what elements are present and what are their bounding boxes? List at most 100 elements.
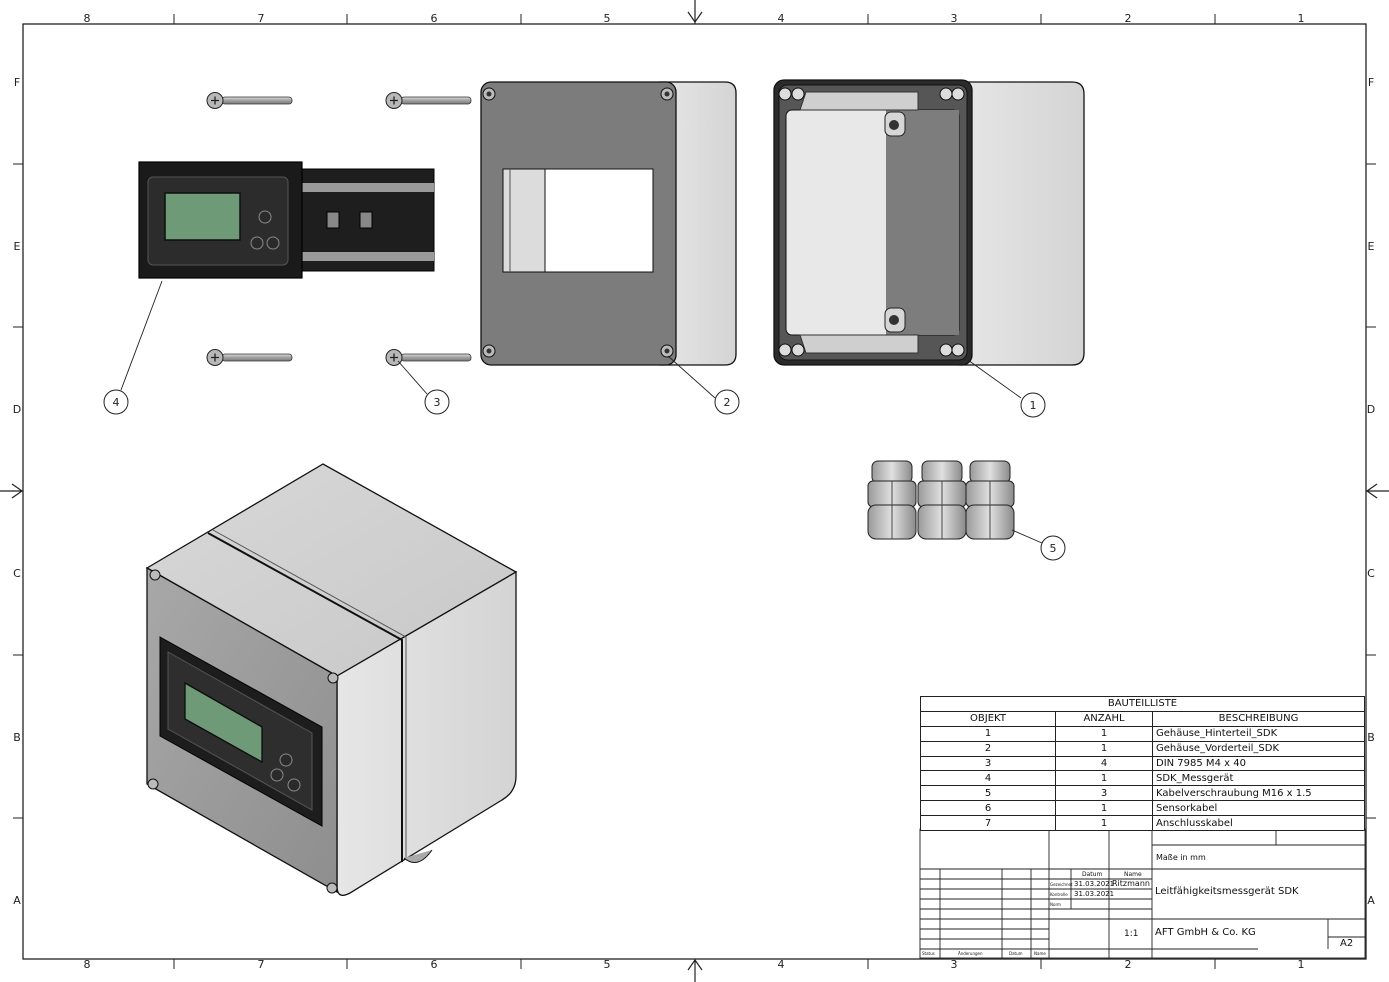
screw-part: [385, 349, 472, 366]
datum-header: Datum: [1082, 871, 1103, 878]
rev-changes-label: Änderungen: [958, 951, 983, 956]
bom-beschreibung: DIN 7985 M4 x 40: [1152, 755, 1365, 772]
balloon-label: 3: [434, 396, 441, 409]
cable-gland-part: [867, 460, 917, 540]
title-block-grid: [919, 828, 1366, 959]
bom-objekt: 2: [920, 740, 1056, 757]
col-label: 1: [1298, 12, 1305, 25]
bom-anzahl: 1: [1055, 815, 1153, 832]
col-label: 1: [1298, 958, 1305, 971]
bom-anzahl: 1: [1055, 740, 1153, 757]
bom-beschreibung: Anschlusskabel: [1152, 815, 1365, 832]
row-label: D: [1367, 403, 1375, 416]
sheet-format: A2: [1340, 938, 1354, 949]
row-label: B: [13, 731, 21, 744]
drawing-title: Leitfähigkeitsmessgerät SDK: [1155, 886, 1299, 897]
col-label: 2: [1125, 958, 1132, 971]
cable-gland-part: [965, 460, 1015, 540]
col-label: 3: [951, 12, 958, 25]
row-labels: F E D C B A F E D C B A: [13, 76, 1375, 907]
row-label: A: [13, 894, 21, 907]
bom-anzahl: 1: [1055, 770, 1153, 787]
drawn-name: Ritzmann: [1112, 879, 1150, 888]
screw-part: [385, 92, 472, 109]
balloon: 1: [1020, 392, 1046, 418]
balloon-label: 5: [1050, 542, 1057, 555]
col-label: 3: [951, 958, 958, 971]
col-label: 7: [258, 958, 265, 971]
frame-ticks: [13, 14, 1376, 969]
balloon: 3: [424, 389, 450, 415]
col-label: 8: [84, 12, 91, 25]
bom-objekt: 6: [920, 800, 1056, 817]
row-label: F: [14, 76, 20, 89]
bom-beschreibung: Kabelverschraubung M16 x 1.5: [1152, 785, 1365, 802]
col-label: 4: [778, 958, 785, 971]
bom-objekt: 7: [920, 815, 1056, 832]
bom-beschreibung: Sensorkabel: [1152, 800, 1365, 817]
scale: 1:1: [1124, 929, 1139, 939]
name-header: Name: [1124, 871, 1142, 878]
bom-beschreibung: SDK_Messgerät: [1152, 770, 1365, 787]
col-label: 2: [1125, 12, 1132, 25]
bom-objekt: 3: [920, 755, 1056, 772]
bom-objekt: 4: [920, 770, 1056, 787]
row-label: C: [13, 567, 21, 580]
col-label: 7: [258, 12, 265, 25]
screw-part: [206, 92, 293, 109]
bom-anzahl: 4: [1055, 755, 1153, 772]
bom-anzahl: 3: [1055, 785, 1153, 802]
row-label: F: [1368, 76, 1374, 89]
measuring-device-part: [138, 161, 435, 279]
housing-front-part: [480, 81, 737, 366]
kontrolle-label: Kontrolle: [1050, 892, 1068, 897]
bom-beschreibung: Gehäuse_Hinterteil_SDK: [1152, 725, 1365, 742]
balloon-label: 4: [113, 396, 120, 409]
checked-date: 31.03.2021: [1074, 890, 1115, 898]
col-label: 4: [778, 12, 785, 25]
row-label: E: [1368, 240, 1375, 253]
assembly-iso-view: [145, 463, 518, 896]
rev-status-label: Status: [922, 951, 935, 956]
drawn-date: 31.03.2021: [1074, 880, 1115, 888]
leader-lines: [120, 280, 1043, 544]
bom-header-objekt: OBJEKT: [920, 710, 1056, 727]
balloon: 5: [1040, 535, 1066, 561]
company-name: AFT GmbH & Co. KG: [1155, 927, 1256, 938]
bom-header-anzahl: ANZAHL: [1055, 710, 1153, 727]
col-label: 8: [84, 958, 91, 971]
col-label: 5: [604, 12, 611, 25]
bom-objekt: 1: [920, 725, 1056, 742]
units-note: Maße in mm: [1156, 853, 1206, 862]
norm-label: Norm: [1050, 902, 1061, 907]
row-label: B: [1367, 731, 1375, 744]
balloon: 2: [714, 389, 740, 415]
bom-anzahl: 1: [1055, 725, 1153, 742]
row-label: E: [14, 240, 21, 253]
balloon: 4: [103, 389, 129, 415]
bom-objekt: 5: [920, 785, 1056, 802]
screw-part: [206, 349, 293, 366]
col-label: 6: [431, 12, 438, 25]
bill-of-materials: BAUTEILLISTE OBJEKT ANZAHL BESCHREIBUNG …: [920, 696, 1365, 832]
balloon-label: 2: [724, 396, 731, 409]
col-label: 5: [604, 958, 611, 971]
cable-gland-part: [917, 460, 967, 540]
bom-title: BAUTEILLISTE: [920, 696, 1365, 712]
row-label: D: [13, 403, 21, 416]
bom-header-beschreibung: BESCHREIBUNG: [1152, 710, 1365, 727]
housing-rear-part: [773, 79, 1085, 366]
rev-name-label: Name: [1034, 951, 1046, 956]
row-label: C: [1367, 567, 1375, 580]
balloon-label: 1: [1030, 399, 1037, 412]
bom-beschreibung: Gehäuse_Vorderteil_SDK: [1152, 740, 1365, 757]
bom-anzahl: 1: [1055, 800, 1153, 817]
column-labels: 8 7 6 5 4 3 2 1 8 7 6 5 4 3 2 1: [84, 12, 1305, 971]
rev-date-label: Datum: [1009, 951, 1023, 956]
